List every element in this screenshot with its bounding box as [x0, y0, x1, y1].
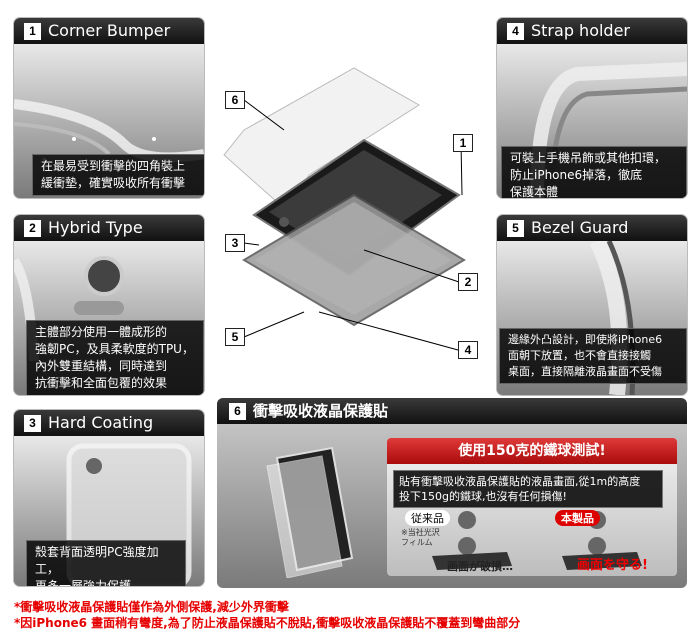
- footnote-2: *因iPhone6 畫面稍有彎度,為了防止液晶保護貼不脫貼,衝擊吸收液晶保護貼不…: [14, 616, 521, 630]
- card-caption: 主體部分使用一體成形的 強韌PC，及具柔軟度的TPU， 內外雙重結構，同時達到 …: [26, 320, 204, 395]
- section-title: 6 衝擊吸收液晶保護貼: [217, 398, 687, 424]
- card-number: 3: [24, 415, 41, 432]
- callout-1: 1: [453, 134, 473, 152]
- callout-4: 4: [458, 341, 478, 359]
- card-caption: 在最易受到衝擊的四角裝上 緩衝墊，確實吸收所有衝擊: [32, 154, 204, 196]
- card-caption: 殼套背面透明PC強度加工， 再多一層強力保護: [26, 540, 186, 586]
- card-number: 1: [24, 23, 41, 40]
- card-caption: 可裝上手機吊飾或其他扣環， 防止iPhone6掉落，徹底 保護本體: [501, 146, 687, 198]
- footnote-1: *衝擊吸收液晶保護貼僅作為外側保護,減少外界衝擊: [14, 600, 289, 614]
- section-screen-protector: 6 衝擊吸收液晶保護貼 使用150克的鐵球測試! 貼有衝擊吸收液晶保護貼的液晶畫…: [217, 398, 687, 588]
- callout-6: 6: [225, 91, 245, 109]
- card-number: 4: [507, 23, 524, 40]
- drop-test-panel: 使用150克的鐵球測試! 貼有衝擊吸收液晶保護貼的液晶畫面,從1m的高度 投下1…: [387, 438, 677, 576]
- drop-test-title: 使用150克的鐵球測試!: [387, 438, 677, 464]
- protector-film-image: [266, 446, 354, 578]
- conventional-result: 画面が破損…: [447, 560, 513, 573]
- callout-5: 5: [225, 328, 245, 346]
- card-number: 6: [229, 403, 246, 420]
- callout-3: 3: [225, 234, 245, 252]
- callout-2: 2: [458, 273, 478, 291]
- conventional-note: ※当社光沢 フィルム: [401, 528, 440, 547]
- this-product-label: 本製品: [555, 510, 600, 526]
- card-number: 2: [24, 220, 41, 237]
- drop-test-illustration: [432, 511, 642, 570]
- drop-test-description: 貼有衝擊吸收液晶保護貼的液晶畫面,從1m的高度 投下150g的鐵球,也沒有任何損…: [393, 470, 663, 508]
- product-result: 画面を守る!: [577, 558, 648, 573]
- conventional-label: 従来品: [405, 510, 450, 526]
- card-number: 5: [507, 220, 524, 237]
- card-caption: 邊緣外凸設計，即使將iPhone6 面朝下放置，也不會直接接觸 桌面，直接隔離液…: [499, 328, 687, 384]
- exploded-phone-diagram: [214, 50, 488, 370]
